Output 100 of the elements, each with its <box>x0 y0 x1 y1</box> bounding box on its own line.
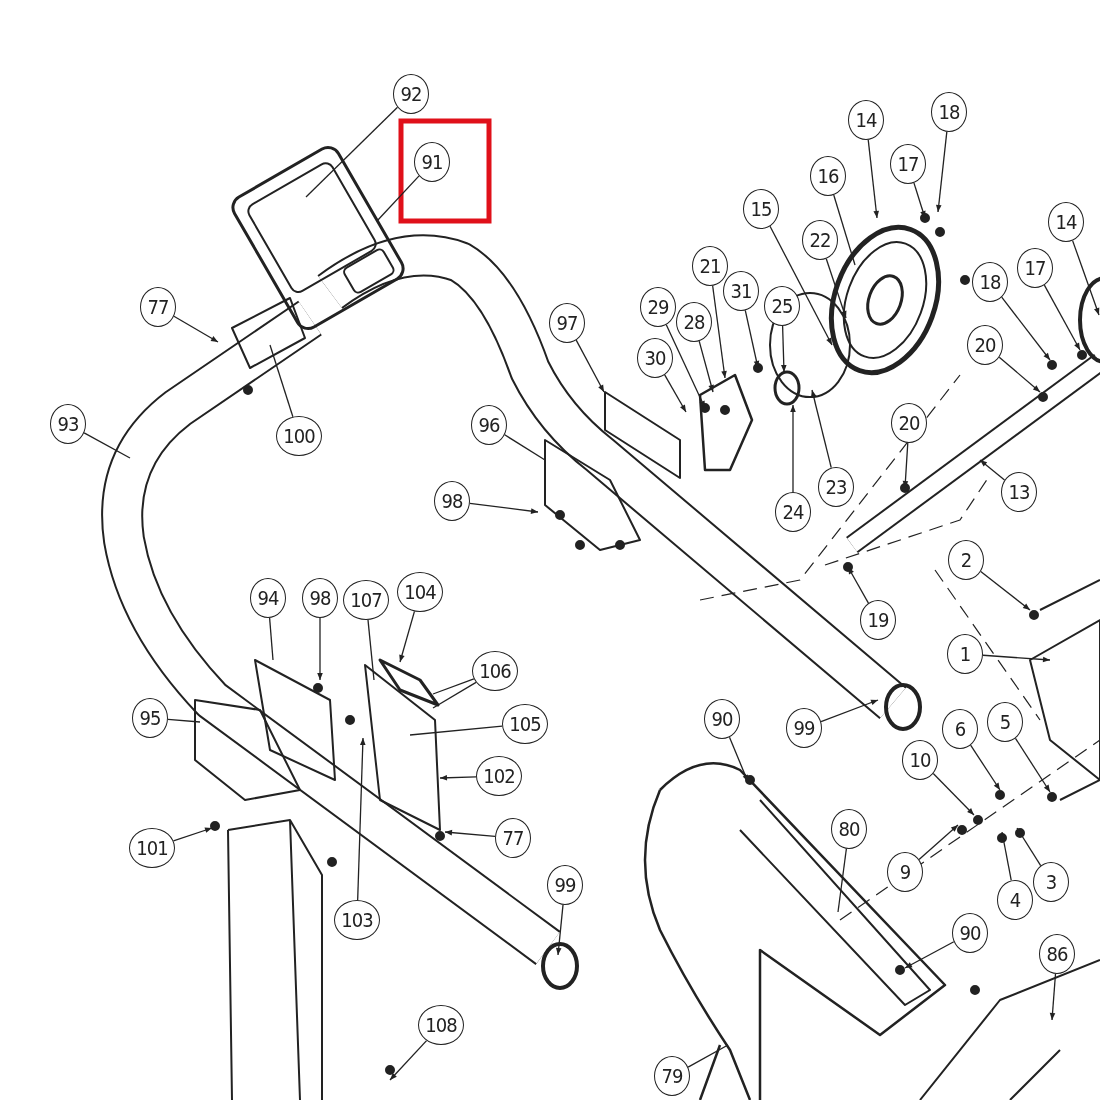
callout-number: 93 <box>50 404 86 444</box>
callout-number: 92 <box>393 74 429 114</box>
leader-line <box>367 619 375 681</box>
leader-line <box>432 678 475 695</box>
callout-number: 77 <box>140 287 176 327</box>
leader-line <box>409 725 503 736</box>
leader-line <box>555 904 564 956</box>
leader-line <box>904 941 955 969</box>
callout-number: 13 <box>1001 472 1037 512</box>
callout-number: 15 <box>743 189 779 229</box>
leader-line <box>790 404 796 493</box>
leader-line <box>825 258 847 319</box>
callout-number: 31 <box>723 271 759 311</box>
callout-number: 77 <box>495 818 531 858</box>
leader-line <box>998 356 1041 393</box>
leader-line <box>1016 827 1042 867</box>
leader-line <box>781 325 787 373</box>
callout-number: 94 <box>250 578 286 618</box>
callout-number: 18 <box>972 262 1008 302</box>
leader-line <box>833 194 856 266</box>
callout-number: 29 <box>640 287 676 327</box>
leader-line <box>918 824 959 861</box>
callout-number: 100 <box>276 416 322 456</box>
leader-line <box>469 502 539 514</box>
callout-number: 5 <box>987 702 1023 742</box>
leader-line <box>728 736 749 783</box>
leader-line <box>173 315 219 343</box>
leader-line <box>1049 973 1057 1021</box>
leader-line <box>389 1039 428 1081</box>
leader-line <box>979 459 1006 481</box>
leader-line <box>439 774 477 781</box>
leader-line <box>687 1044 729 1068</box>
callout-number: 24 <box>775 492 811 532</box>
leader-line <box>1001 296 1051 361</box>
callout-number: 98 <box>434 481 470 521</box>
callout-number: 20 <box>891 403 927 443</box>
callout-number: 99 <box>786 708 822 748</box>
leader-line <box>1014 737 1051 793</box>
leader-line <box>268 617 274 661</box>
leader-line <box>820 699 879 723</box>
leader-line <box>357 737 366 901</box>
callout-number: 108 <box>418 1005 464 1045</box>
leader-line <box>664 374 687 413</box>
callout-number: 96 <box>471 405 507 445</box>
leader-line <box>769 225 833 346</box>
leader-line <box>712 285 727 379</box>
callout-number: 17 <box>890 144 926 184</box>
leader-line <box>317 617 323 681</box>
callout-number: 14 <box>1048 202 1084 242</box>
callout-number: 4 <box>997 880 1033 920</box>
callout-number: 22 <box>802 220 838 260</box>
callout-number: 9 <box>887 852 923 892</box>
leader-line <box>837 848 848 913</box>
leader-line <box>575 339 605 393</box>
callout-number: 21 <box>692 246 728 286</box>
callout-number: 80 <box>831 809 867 849</box>
callout-number: 23 <box>818 467 854 507</box>
callout-number: 95 <box>132 698 168 738</box>
leader-line <box>504 434 546 461</box>
leader-line <box>698 340 714 393</box>
leader-line <box>969 744 1001 791</box>
leader-line <box>83 432 131 459</box>
leader-line <box>172 827 213 842</box>
callout-number: 106 <box>472 651 518 691</box>
leader-line <box>810 389 832 469</box>
callout-number: 86 <box>1039 934 1075 974</box>
callout-number: 79 <box>654 1056 690 1096</box>
callout-number: 90 <box>952 913 988 953</box>
leader-line <box>936 131 948 213</box>
callout-number: 103 <box>334 900 380 940</box>
leader-line <box>867 139 879 219</box>
leader-line <box>1071 239 1100 316</box>
leader-line <box>305 106 399 198</box>
leader-line <box>1043 284 1081 351</box>
callout-number: 1 <box>947 634 983 674</box>
callout-number: 25 <box>764 286 800 326</box>
callout-number: 30 <box>637 338 673 378</box>
callout-number: 16 <box>810 156 846 196</box>
callout-number: 90 <box>704 699 740 739</box>
callout-number: 105 <box>502 704 548 744</box>
callout-number: 20 <box>967 325 1003 365</box>
callout-number: 6 <box>942 709 978 749</box>
callout-number: 19 <box>860 600 896 640</box>
callout-number: 91 <box>414 142 450 182</box>
leader-line <box>444 829 496 838</box>
leader-line <box>432 681 477 709</box>
leader-line <box>1000 831 1012 882</box>
callout-number: 14 <box>848 100 884 140</box>
callout-number: 99 <box>547 865 583 905</box>
callout-number: 102 <box>476 756 522 796</box>
leader-line <box>376 175 420 222</box>
callout-number: 17 <box>1017 248 1053 288</box>
callout-number: 10 <box>902 740 938 780</box>
leader-line <box>982 654 1051 663</box>
leader-line <box>932 772 975 816</box>
callout-number: 2 <box>948 540 984 580</box>
leader-line <box>269 344 294 418</box>
callout-number: 98 <box>302 578 338 618</box>
callout-number: 104 <box>397 572 443 612</box>
callout-number: 3 <box>1033 862 1069 902</box>
